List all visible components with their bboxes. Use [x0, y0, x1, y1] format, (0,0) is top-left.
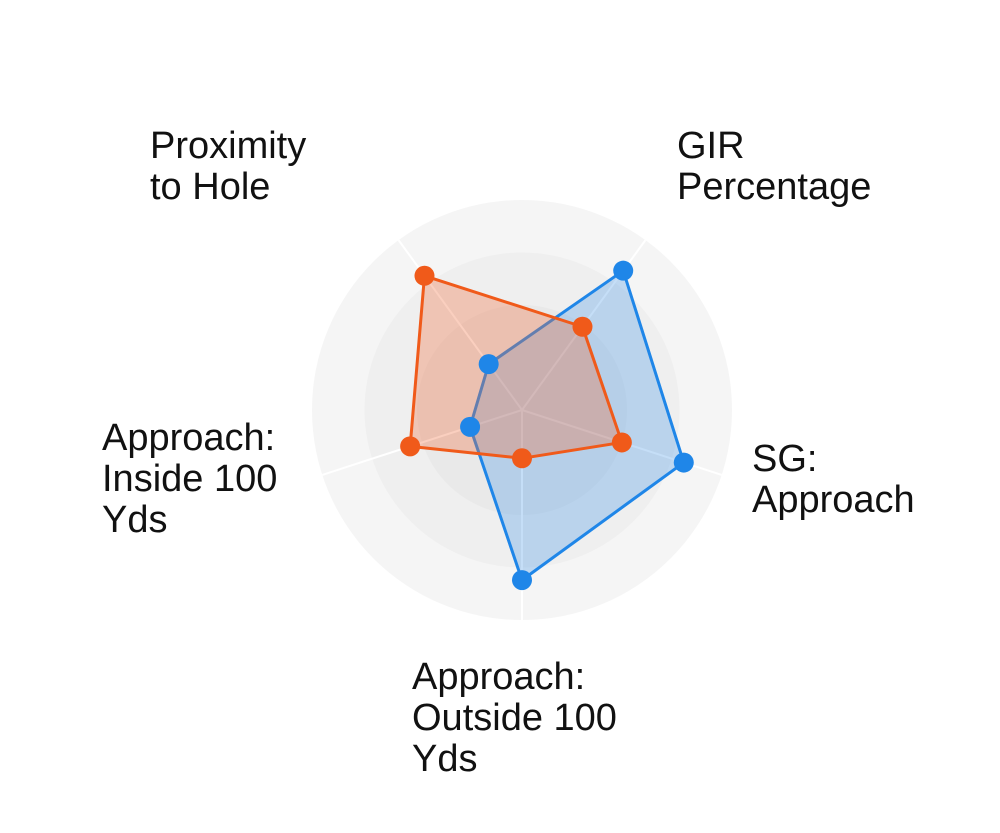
series-1-point-4 — [460, 416, 481, 437]
series-1-point-3 — [512, 570, 532, 591]
series-group — [400, 260, 694, 591]
series-2-point-2 — [611, 432, 632, 453]
axis-label-5-line-2: to Hole — [150, 166, 270, 208]
series-2-point-5 — [414, 265, 435, 286]
axis-spoke-4 — [321, 409, 523, 476]
axis-label-2-line-2: Approach — [752, 479, 915, 521]
axis-label-4-line-1: Approach: — [102, 417, 275, 459]
axis-label-2-line-1: SG: — [752, 438, 817, 480]
axis-label-4-line-3: Yds — [102, 499, 167, 541]
axis-label-3-line-2: Outside 100 — [412, 697, 617, 739]
series-1-point-2 — [673, 452, 694, 473]
axis-label-2: SG:Approach — [752, 438, 915, 521]
series-1-area — [468, 269, 686, 582]
series-1-point-1 — [613, 260, 634, 281]
series-1-point-5 — [478, 354, 499, 375]
axis-label-4-line-2: Inside 100 — [102, 458, 277, 500]
axis-label-1-line-1: GIR — [677, 125, 745, 167]
axis-label-3-line-3: Yds — [412, 738, 477, 780]
series-2-point-3 — [512, 448, 532, 469]
series-2-point-4 — [400, 436, 421, 457]
axis-label-5-line-1: Proximity — [150, 125, 306, 167]
axis-label-3-line-1: Approach: — [412, 656, 585, 698]
series-2-area — [408, 274, 624, 460]
series-2-point-1 — [572, 316, 593, 337]
axis-label-1-line-2: Percentage — [677, 166, 871, 208]
